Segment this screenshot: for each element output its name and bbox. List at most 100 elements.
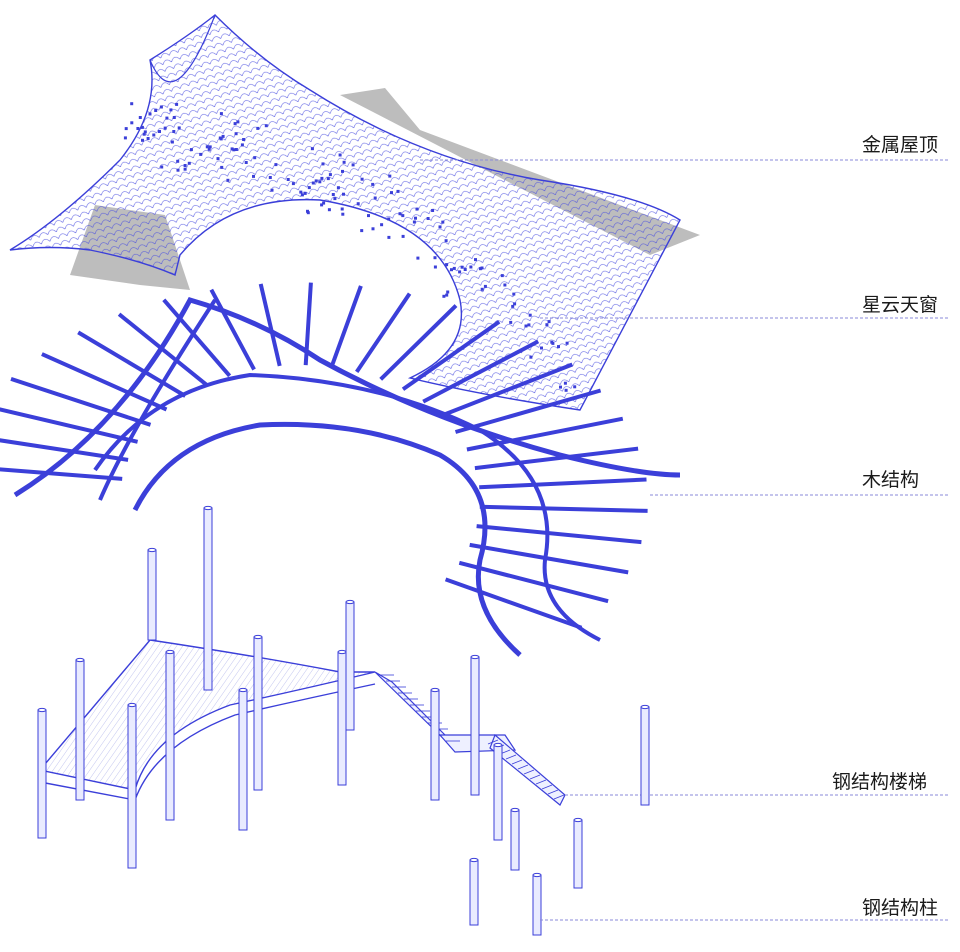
skylight-dot xyxy=(300,193,304,197)
wood-rib xyxy=(440,362,574,418)
skylight-dot xyxy=(469,265,473,269)
skylight-dot xyxy=(154,109,158,112)
wood-middle-ring xyxy=(93,372,601,642)
skylight-dot xyxy=(446,290,450,294)
steel-column-cap xyxy=(203,505,213,511)
steel-column-cap xyxy=(127,702,137,708)
skylight-dot xyxy=(529,355,533,359)
label-nebula-skylight: 星云天窗 xyxy=(862,294,939,316)
skylight-dot xyxy=(412,220,416,224)
skylight-dot xyxy=(511,304,515,308)
skylight-dot xyxy=(342,192,345,196)
skylight-dot xyxy=(291,182,295,186)
wood-rib xyxy=(258,283,282,367)
skylight-dot xyxy=(333,197,337,201)
skylight-dot xyxy=(158,130,161,133)
skylight-dot xyxy=(189,148,193,152)
skylight-dot xyxy=(444,239,448,243)
skylight-dot xyxy=(310,147,314,151)
skylight-dot xyxy=(401,214,405,218)
wood-rib xyxy=(401,320,501,391)
skylight-dot xyxy=(240,143,244,147)
skylight-dot xyxy=(509,320,513,324)
stair-step xyxy=(487,739,499,745)
steel-column xyxy=(147,549,157,641)
label-steel-column: 钢结构柱 xyxy=(862,897,939,919)
steel-column xyxy=(532,874,542,936)
skylight-dot xyxy=(264,124,268,128)
skylight-dot xyxy=(458,270,462,274)
skylight-dot xyxy=(551,341,555,345)
stair-step xyxy=(535,779,547,785)
wood-rib xyxy=(303,282,313,366)
steel-column xyxy=(640,706,650,806)
steel-column-cap xyxy=(253,634,263,640)
skylight-dot xyxy=(199,152,203,156)
skylight-dot xyxy=(232,148,236,152)
wood-rib xyxy=(479,504,648,513)
nebula-skylight-dots xyxy=(123,102,577,392)
skylight-dot xyxy=(340,207,344,211)
skylight-dot xyxy=(143,130,147,134)
skylight-dot xyxy=(483,284,487,288)
skylight-dot xyxy=(183,167,187,171)
stair-step xyxy=(529,774,541,780)
skylight-dot xyxy=(387,217,391,221)
skylight-dot xyxy=(527,323,531,327)
wood-rib xyxy=(466,416,624,452)
skylight-dot xyxy=(146,137,150,140)
skylight-dot xyxy=(303,191,307,195)
skylight-dot xyxy=(244,161,248,164)
label-steel-stair: 钢结构楼梯 xyxy=(832,771,928,793)
skylight-dot xyxy=(342,160,346,164)
skylight-dot xyxy=(327,208,331,212)
skylight-dot xyxy=(433,265,437,269)
steel-column-cap xyxy=(337,649,347,655)
skylight-dot xyxy=(503,283,507,287)
skylight-dot xyxy=(559,385,562,389)
skylight-dot xyxy=(433,256,437,260)
skylight-dot xyxy=(306,209,309,213)
skylight-dot xyxy=(233,122,237,126)
skylight-dot xyxy=(242,138,246,141)
skylight-dot xyxy=(338,153,342,157)
skylight-dot xyxy=(445,263,449,267)
steel-column-cap xyxy=(469,857,479,863)
skylight-dot xyxy=(513,302,517,306)
skylight-dot xyxy=(426,217,430,220)
wood-rib xyxy=(458,560,609,604)
wood-rib xyxy=(0,438,129,462)
steel-columns-layer xyxy=(37,505,650,936)
steel-column xyxy=(165,651,175,821)
steel-column-cap xyxy=(640,704,650,710)
skylight-dot xyxy=(234,132,238,136)
skylight-dot xyxy=(124,127,128,131)
skylight-dot xyxy=(320,203,324,207)
wood-rib xyxy=(422,339,540,404)
skylight-dot xyxy=(219,112,223,116)
skylight-dot xyxy=(474,258,477,262)
skylight-dot xyxy=(311,181,315,185)
skylight-dot xyxy=(557,345,560,349)
skylight-dot xyxy=(286,178,290,181)
skylight-dot xyxy=(480,287,484,291)
skylight-dot xyxy=(371,182,375,186)
skylight-dot xyxy=(172,130,176,133)
skylight-dot xyxy=(414,216,417,220)
skylight-dot xyxy=(148,112,152,116)
wood-rib xyxy=(10,377,152,427)
skylight-dot xyxy=(270,188,274,192)
wood-rib xyxy=(0,407,139,444)
skylight-dot xyxy=(274,163,278,167)
skylight-dot xyxy=(207,147,211,151)
steel-column-cap xyxy=(573,817,583,823)
steel-column-cap xyxy=(75,657,85,663)
skylight-dot xyxy=(336,186,340,190)
skylight-dot xyxy=(169,108,173,112)
skylight-dot xyxy=(220,165,224,169)
skylight-dot xyxy=(438,225,442,229)
skylight-dot xyxy=(565,341,569,345)
label-metal-roof: 金属屋顶 xyxy=(862,134,939,156)
steel-column-cap xyxy=(493,742,503,748)
skylight-dot xyxy=(160,165,164,169)
